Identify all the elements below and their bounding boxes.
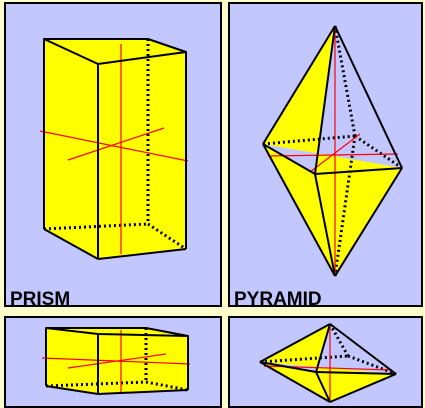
prism-figure <box>39 38 189 260</box>
short-prism-figure <box>41 327 191 395</box>
flat-pyramid-figure <box>259 323 397 403</box>
prism-hidden-edges <box>43 39 187 251</box>
short-prism-hidden-edges <box>45 328 189 392</box>
prism-label: PRISM <box>10 289 71 307</box>
pyramid-symmetry-axes <box>267 28 399 274</box>
flat-pyramid-visible-edges <box>259 323 397 403</box>
short-prism-visible-edges <box>45 327 189 395</box>
short-prism-symmetry-axes <box>41 330 191 394</box>
pyramid-visible-edges <box>262 25 403 277</box>
prism-symmetry-axes <box>39 44 189 254</box>
pyramid-label: PYRAMID <box>234 289 322 307</box>
pyramid-panel: PYRAMID <box>228 2 423 307</box>
short-prism-panel <box>4 316 222 408</box>
pyramid-faces <box>263 26 402 276</box>
flat-pyramid-panel <box>228 316 423 408</box>
pyramid-figure <box>262 25 403 277</box>
prism-visible-edges <box>43 38 187 260</box>
pyramid-hidden-edges <box>262 25 403 277</box>
prism-faces <box>44 39 186 259</box>
flat-pyramid-hidden-edges <box>259 323 397 376</box>
flat-pyramid-faces <box>260 324 396 402</box>
prism-panel: PRISM <box>4 2 222 307</box>
